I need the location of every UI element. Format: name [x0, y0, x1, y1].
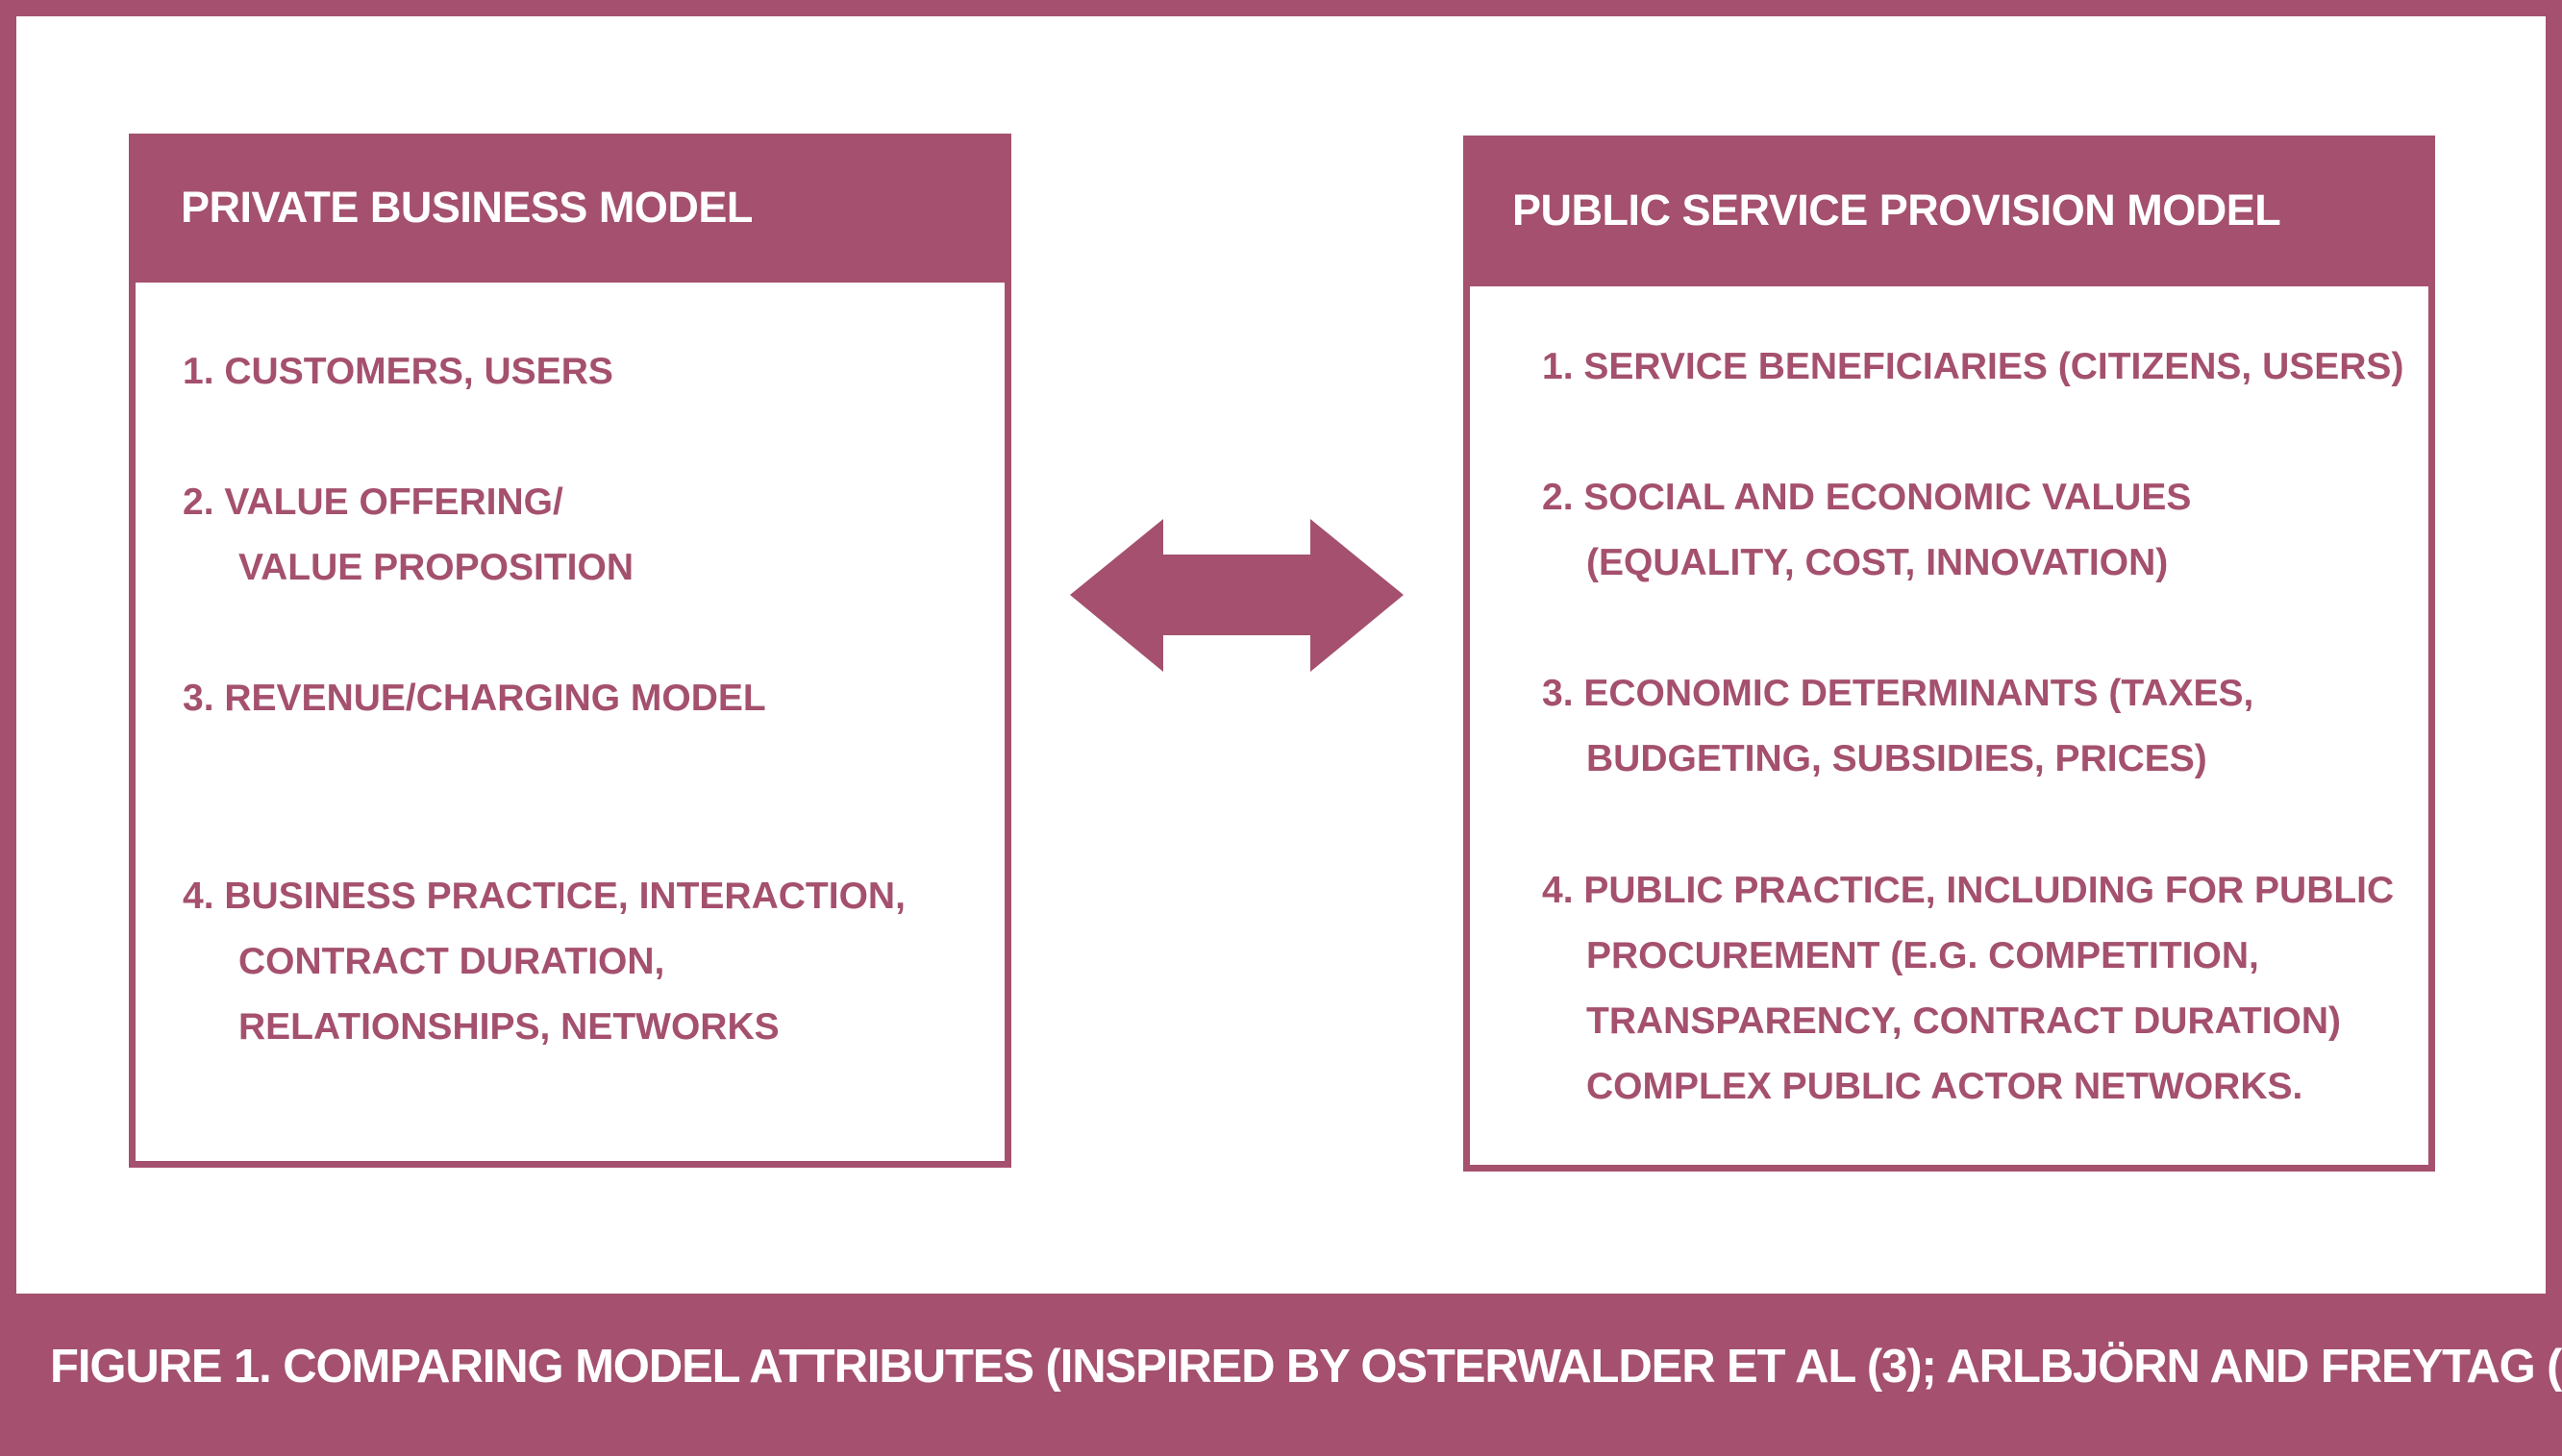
- public-item-2: 2. SOCIAL AND ECONOMIC VALUES (EQUALITY,…: [1542, 477, 2192, 583]
- figure-caption-bar: FIGURE 1. COMPARING MODEL ATTRIBUTES (IN…: [0, 1294, 2562, 1456]
- double-headed-arrow-icon: [1070, 519, 1404, 672]
- public-service-provision-model-title: PUBLIC SERVICE PROVISION MODEL: [1512, 185, 2281, 234]
- private-item-1: 1. CUSTOMERS, USERS: [183, 351, 613, 392]
- private-business-model-box: PRIVATE BUSINESS MODEL 1. CUSTOMERS, USE…: [129, 134, 1011, 1168]
- private-item-4: 4. BUSINESS PRACTICE, INTERACTION, CONTR…: [183, 876, 906, 1048]
- figure-caption: FIGURE 1. COMPARING MODEL ATTRIBUTES (IN…: [50, 1341, 2562, 1393]
- public-service-provision-model-header: PUBLIC SERVICE PROVISION MODEL: [1470, 142, 2428, 286]
- private-item-3: 3. REVENUE/CHARGING MODEL: [183, 678, 766, 719]
- private-business-model-header: PRIVATE BUSINESS MODEL: [136, 140, 1005, 283]
- public-service-provision-model-box: PUBLIC SERVICE PROVISION MODEL 1. SERVIC…: [1463, 136, 2435, 1172]
- public-item-1: 1. SERVICE BENEFICIARIES (CITIZENS, USER…: [1542, 346, 2404, 387]
- private-item-2: 2. VALUE OFFERING/ VALUE PROPOSITION: [183, 481, 634, 588]
- private-business-model-title: PRIVATE BUSINESS MODEL: [181, 183, 753, 232]
- public-item-4: 4. PUBLIC PRACTICE, INCLUDING FOR PUBLIC…: [1542, 870, 2395, 1107]
- public-item-3: 3. ECONOMIC DETERMINANTS (TAXES, BUDGETI…: [1542, 673, 2254, 779]
